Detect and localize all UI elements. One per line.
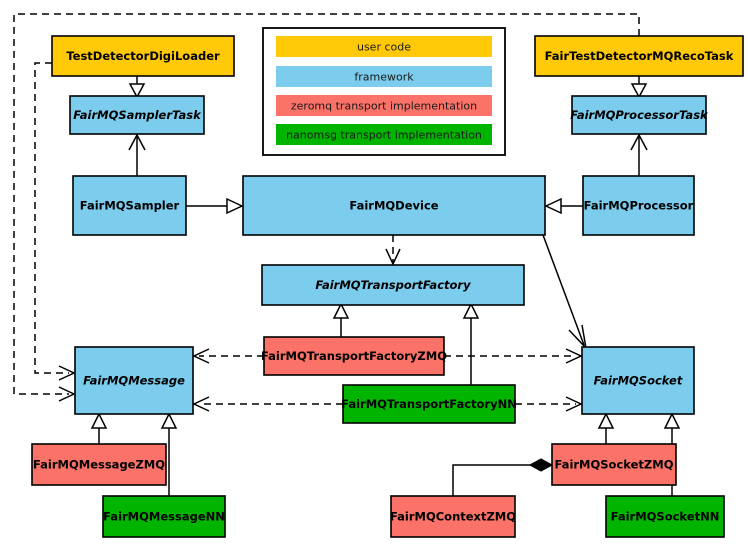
class-node-label: FairMQSocket [594, 374, 683, 388]
class-node-fairmqsocket[interactable]: FairMQSocket [581, 346, 695, 415]
class-node-label: FairMQTransportFactory [315, 278, 471, 292]
class-node-box[interactable] [263, 336, 445, 376]
class-node-label: FairMQDevice [349, 199, 438, 213]
class-node-label: FairMQProcessorTask [570, 108, 709, 122]
edge-fairmqsocketzmq-to-fairmqsocket [597, 412, 615, 444]
edge-fairmqsocketzmq-to-fairmqcontextzmq [452, 458, 554, 496]
class-node-label: FairMQSocketZMQ [555, 458, 674, 472]
class-node-fairmqtransportfactory[interactable]: FairMQTransportFactory [261, 264, 525, 306]
class-node-box[interactable] [69, 95, 205, 135]
class-node-box[interactable] [72, 175, 187, 236]
edge-fairmqtransportfactoryzmq-to-fairmqtransportfactory [332, 302, 350, 337]
class-node-label: FairMQTransportFactoryNN [341, 397, 517, 411]
class-node-fairtestdetectormqrecotask[interactable]: FairTestDetectorMQRecoTask [534, 35, 744, 77]
class-node-label: TestDetectorDigiLoader [66, 49, 220, 63]
legend-label-user-code: user code [357, 41, 411, 54]
legend: user code framework zeromq transport imp… [262, 27, 506, 156]
class-node-label: FairMQContextZMQ [390, 510, 516, 524]
class-node-box[interactable] [342, 384, 516, 424]
legend-label-zeromq: zeromq transport implementation [291, 100, 477, 113]
class-node-fairmqtransportfactorynn[interactable]: FairMQTransportFactoryNN [341, 384, 517, 424]
class-node-fairmqdevice[interactable]: FairMQDevice [242, 175, 546, 236]
class-node-box[interactable] [261, 264, 525, 306]
class-node-box[interactable] [605, 495, 725, 538]
class-node-box[interactable] [582, 175, 695, 236]
edge-fairmqtransportfactoryzmq-to-fairmqsocket [444, 348, 583, 364]
edge-testdetectordigiloader-to-fairmqmessage [34, 62, 76, 381]
class-node-fairmqmessage[interactable]: FairMQMessage [74, 346, 194, 415]
legend-swatch-user-code [276, 36, 492, 57]
edge-fairmqprocessor-to-fairmqdevice [544, 197, 583, 215]
legend-label-nanomsg: nanomsg transport implementation [286, 129, 482, 142]
edge-fairmqtransportfactoryzmq-to-fairmqmessage [192, 348, 264, 364]
class-node-box[interactable] [571, 95, 707, 135]
edge-fairmqdevice-to-fairmqtransportfactory [385, 235, 401, 266]
class-node-fairmqmessagezmq[interactable]: FairMQMessageZMQ [31, 443, 167, 486]
edge-fairtestdetectormqrecotask-to-fairmqprocessortask [630, 76, 648, 99]
class-node-box[interactable] [102, 495, 226, 538]
nodes-layer: TestDetectorDigiLoader FairTestDetectorMQ… [31, 35, 744, 538]
edge-fairmqsampler-to-fairmqdevice [186, 197, 244, 215]
class-node-label: FairMQSamplerTask [73, 108, 202, 122]
edge-fairmqprocessor-to-fairmqprocessortask [630, 133, 648, 176]
legend-swatch-zeromq [276, 95, 492, 116]
edge-fairmqtransportfactorynn-to-fairmqsocket [515, 396, 583, 412]
edge-fairtestdetectormqrecotask-to-fairmqmessage [13, 13, 640, 402]
class-node-box[interactable] [51, 35, 235, 77]
class-node-label: FairMQMessage [83, 374, 185, 388]
class-node-fairmqmessagenn[interactable]: FairMQMessageNN [102, 495, 226, 538]
class-node-label: FairMQProcessor [584, 199, 694, 213]
edge-fairmqmessagenn-to-fairmqmessage [160, 412, 178, 496]
class-node-fairmqsocketzmq[interactable]: FairMQSocketZMQ [551, 443, 677, 486]
class-node-fairmqprocessortask[interactable]: FairMQProcessorTask [570, 95, 709, 135]
edge-testdetectordigiloader-to-fairmqsamplertask [128, 76, 146, 99]
class-node-box[interactable] [242, 175, 546, 236]
class-node-fairmqsamplertask[interactable]: FairMQSamplerTask [69, 95, 205, 135]
edge-fairmqsampler-to-fairmqsamplertask [128, 133, 146, 176]
class-node-label: FairMQMessageNN [103, 510, 225, 524]
class-node-fairmqprocessor[interactable]: FairMQProcessor [582, 175, 695, 236]
class-node-label: FairMQMessageZMQ [33, 458, 165, 472]
class-node-fairmqsampler[interactable]: FairMQSampler [72, 175, 187, 236]
class-node-label: FairMQTransportFactoryZMQ [261, 349, 447, 363]
class-node-label: FairTestDetectorMQRecoTask [545, 49, 734, 63]
class-node-fairmqtransportfactoryzmq[interactable]: FairMQTransportFactoryZMQ [261, 336, 447, 376]
class-node-label: FairMQSocketNN [611, 510, 720, 524]
class-node-box[interactable] [534, 35, 744, 77]
legend-swatch-framework [276, 66, 492, 87]
class-node-testdetectordigiloader[interactable]: TestDetectorDigiLoader [51, 35, 235, 77]
class-node-box[interactable] [551, 443, 677, 486]
edges-layer [13, 13, 681, 496]
legend-swatch-nanomsg [276, 124, 492, 145]
class-node-label: FairMQSampler [80, 199, 180, 213]
edge-fairmqmessagezmq-to-fairmqmessage [90, 412, 108, 444]
edge-fairmqtransportfactorynn-to-fairmqtransportfactory [462, 302, 480, 385]
class-node-fairmqcontextzmq[interactable]: FairMQContextZMQ [390, 495, 516, 538]
class-node-box[interactable] [581, 346, 695, 415]
class-node-fairmqsocketnn[interactable]: FairMQSocketNN [605, 495, 725, 538]
edge-fairmqtransportfactorynn-to-fairmqmessage [192, 396, 343, 412]
legend-label-framework: framework [354, 71, 414, 84]
class-node-box[interactable] [390, 495, 516, 538]
class-node-box[interactable] [31, 443, 167, 486]
edge-fairmqdevice-to-fairmqsocket [542, 234, 588, 351]
class-node-box[interactable] [74, 346, 194, 415]
